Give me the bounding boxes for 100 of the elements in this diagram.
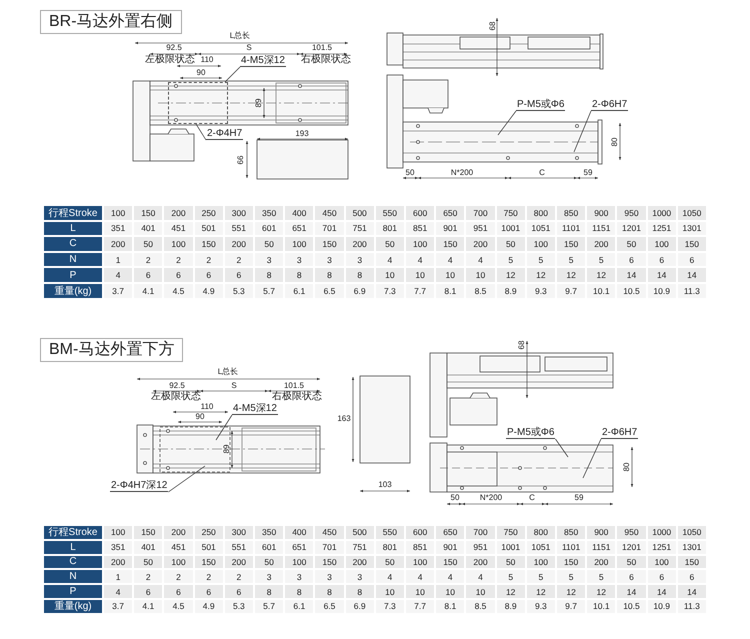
dimension-value: 90 <box>196 413 204 421</box>
table-cell: 6.5 <box>314 283 345 299</box>
table-cell: 900 <box>586 205 616 221</box>
table-cell: 100 <box>284 554 314 570</box>
dimension-value: S <box>246 44 252 52</box>
dimension-value: C <box>529 494 535 502</box>
table-cell: 50 <box>133 554 164 570</box>
table-cell: 6 <box>616 252 647 268</box>
dimension-value: 66 <box>237 156 245 164</box>
table-cell: 1101 <box>556 540 586 555</box>
table-cell: 150 <box>676 554 707 570</box>
position-label: 右极限状态 <box>272 392 322 402</box>
table-cell: 150 <box>676 236 707 252</box>
table-cell: 551 <box>224 220 254 236</box>
table-cell: 5 <box>556 252 586 268</box>
table-cell: 6 <box>646 569 677 584</box>
table-cell: 50 <box>496 236 526 252</box>
table-cell: 6 <box>133 267 164 283</box>
table-cell: 150 <box>133 525 164 540</box>
table-cell: 6 <box>224 584 254 599</box>
table-cell: 200 <box>163 205 194 221</box>
table-cell: 8 <box>344 267 375 283</box>
table-cell: 250 <box>194 525 224 540</box>
row-header-cell: 行程Stroke <box>43 205 103 221</box>
table-cell: 8.9 <box>496 599 526 614</box>
row-header-cell: 重量(kg) <box>43 283 103 299</box>
table-cell: 150 <box>194 554 224 570</box>
table-cell: 8 <box>344 584 375 599</box>
table-cell: 11.3 <box>676 283 707 299</box>
table-cell: 451 <box>163 220 194 236</box>
dimension-value: 59 <box>574 494 584 502</box>
table-cell: 5.3 <box>224 599 254 614</box>
table-cell: 150 <box>194 236 224 252</box>
dimension-value: 50 <box>406 169 414 177</box>
leader-line <box>196 124 206 140</box>
row-header-cell: N <box>43 569 103 584</box>
table-cell: 14 <box>676 267 707 283</box>
table-cell: 200 <box>586 236 616 252</box>
table-cell: 601 <box>254 540 284 555</box>
table-cell: 200 <box>465 236 496 252</box>
table-cell: 11.3 <box>676 599 707 614</box>
table-cell: 800 <box>526 525 556 540</box>
table-cell: 4 <box>465 252 496 268</box>
position-label: 右极限状态 <box>301 54 351 64</box>
table-cell: 6 <box>163 267 194 283</box>
table-cell: 1201 <box>616 220 647 236</box>
table-cell: 950 <box>616 525 647 540</box>
callout-label: 2-Φ6H7 <box>591 99 628 111</box>
table-cell: 1301 <box>676 540 707 555</box>
table-cell: 450 <box>314 205 345 221</box>
dimension-value: 92.5 <box>169 382 185 390</box>
table-cell: 100 <box>405 554 436 570</box>
leader-line <box>574 110 592 152</box>
table-cell: 50 <box>133 236 164 252</box>
table-cell: 250 <box>194 205 224 221</box>
table-cell: 5 <box>586 252 616 268</box>
table-cell: 501 <box>194 220 224 236</box>
table-cell: 700 <box>465 205 496 221</box>
position-label: 左极限状态 <box>145 54 195 64</box>
table-cell: 501 <box>194 540 224 555</box>
dimension-value: 110 <box>200 403 214 411</box>
table-cell: 8.5 <box>465 599 496 614</box>
table-cell: 2 <box>224 569 254 584</box>
table-cell: 8 <box>314 584 345 599</box>
table-cell: 200 <box>224 554 254 570</box>
table-cell: 9.7 <box>556 599 586 614</box>
table-cell: 50 <box>254 236 284 252</box>
table-cell: 5 <box>586 569 616 584</box>
table-cell: 1301 <box>676 220 707 236</box>
table-cell: 14 <box>676 584 707 599</box>
table-cell: 2 <box>163 252 194 268</box>
dimension-value: 50 <box>450 494 460 502</box>
table-cell: 12 <box>496 584 526 599</box>
table-cell: 100 <box>103 205 134 221</box>
table-cell: 1 <box>103 252 134 268</box>
table-cell: 100 <box>284 236 314 252</box>
table-cell: 10 <box>374 584 405 599</box>
table-cell: 300 <box>224 525 254 540</box>
table-cell: 8 <box>254 267 284 283</box>
dimension-value: L总长 <box>230 32 250 40</box>
table-cell: 50 <box>254 554 284 570</box>
table-cell: 651 <box>284 540 314 555</box>
table-cell: 650 <box>435 525 466 540</box>
table-cell: 6 <box>224 267 254 283</box>
callout-label: 2-Φ4H7 <box>206 128 244 140</box>
table-cell: 100 <box>526 554 556 570</box>
table-cell: 10 <box>435 267 466 283</box>
table-cell: 6 <box>163 584 194 599</box>
table-cell: 10 <box>435 584 466 599</box>
table-cell: 751 <box>344 540 375 555</box>
table-cell: 3 <box>314 252 345 268</box>
table-cell: 2 <box>133 569 164 584</box>
table-cell: 450 <box>314 525 345 540</box>
row-header-cell: L <box>43 220 103 236</box>
table-cell: 5 <box>496 252 526 268</box>
table-cell: 951 <box>465 540 496 555</box>
table-cell: 400 <box>284 525 314 540</box>
table-cell: 4.9 <box>194 283 224 299</box>
table-cell: 4.9 <box>194 599 224 614</box>
dimension-value: 193 <box>295 130 309 138</box>
